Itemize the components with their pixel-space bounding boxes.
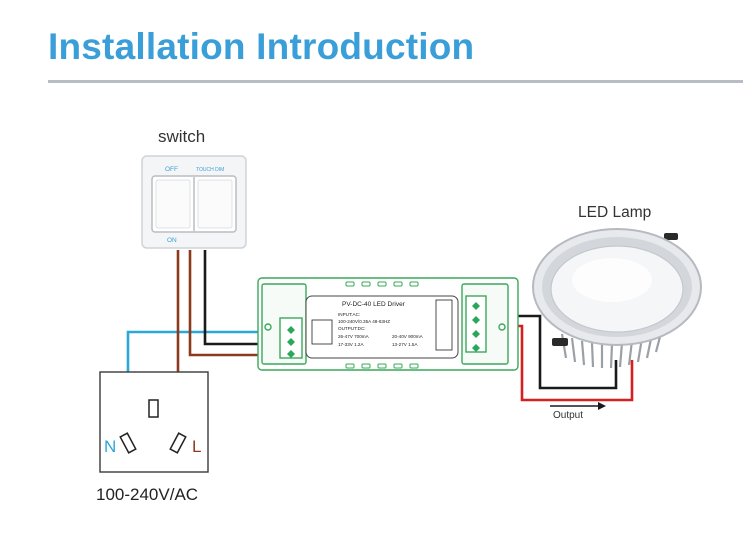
wire-live-to-driver [188, 250, 262, 357]
neutral-label: N [104, 437, 116, 456]
wire-switched [203, 250, 262, 346]
driver-spec-line: 20-40V 900mA [392, 334, 424, 339]
switch-label: switch [158, 127, 205, 146]
driver-spec-line: INPUT:AC: [338, 312, 360, 317]
driver-model: PV-DC-40 LED Driver [342, 301, 406, 308]
supply-voltage-label: 100-240V/AC [96, 485, 198, 504]
led-driver [257, 277, 519, 371]
led-lamp: LED Lamp [532, 204, 702, 369]
driver-spec-line: 100-240V/0.35A 48-63HZ [338, 319, 390, 324]
driver-spec-line: OUTPUT:DC: [338, 326, 366, 331]
switch-touch-dim-label: TOUCH DIM [196, 167, 224, 173]
driver-terminal-screws [287, 302, 480, 358]
driver-spec-line: 17-33V 1.2A [338, 342, 364, 347]
switch-off-label: OFF [165, 166, 178, 173]
wall-switch: switch OFF TOUCH DIM ON [141, 127, 247, 249]
driver-spec-line: 26-47V 700mA [338, 334, 370, 339]
wall-socket: N L 100-240V/AC [96, 371, 209, 504]
page-title: Installation Introduction [48, 26, 475, 67]
title-underline [48, 80, 743, 83]
driver-label-text: PV-DC-40 LED Driver INPUT:AC: 100-240V/0… [311, 299, 453, 351]
output-arrow: Output [550, 402, 606, 421]
led-lamp-label: LED Lamp [578, 204, 651, 221]
wire-output-negative [500, 314, 618, 390]
output-label: Output [553, 410, 583, 421]
driver-spec-line: 13-27V 1.5A [392, 342, 418, 347]
live-label: L [192, 437, 201, 456]
switch-on-label: ON [167, 237, 177, 244]
